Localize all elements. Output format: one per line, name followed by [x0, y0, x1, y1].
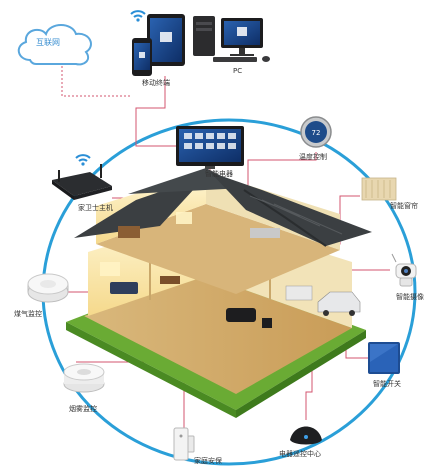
smart-appliance-label: 智能电器 — [205, 170, 233, 178]
thermostat-reading: 72 — [312, 129, 321, 137]
camera-icon — [391, 253, 417, 287]
camera-label: 智能摄像 — [396, 293, 424, 301]
house-illustration — [66, 168, 372, 418]
remote-center-label: 电器遥控中心 — [279, 450, 321, 458]
mobile-label: 移动终端 — [142, 79, 170, 87]
door-sensor-icon — [173, 427, 195, 461]
switch-icon — [368, 342, 400, 374]
router-icon — [52, 164, 112, 200]
smart-switch-label: 智能开关 — [373, 380, 401, 388]
cloud-icon — [17, 24, 92, 66]
gateway-label: 家卫士主机 — [78, 204, 113, 212]
thermostat-label: 温度控制 — [299, 153, 327, 161]
smoke-sensor-label: 烟雾监控 — [69, 405, 97, 413]
monitor-icon — [193, 16, 270, 62]
tablet-icon — [147, 14, 185, 66]
detector-icon — [27, 273, 69, 303]
tv-icon — [176, 126, 244, 169]
remote-icon — [290, 426, 322, 445]
wifi-icon — [130, 10, 146, 22]
curtain-label: 智能窗帘 — [390, 202, 418, 210]
gas-sensor-label: 煤气监控 — [14, 310, 42, 318]
detector-icon — [63, 363, 105, 393]
wifi-icon — [75, 154, 91, 166]
pc-label: PC — [233, 67, 243, 75]
cloud-label: 互联网 — [36, 38, 60, 47]
cloud-link-line — [61, 66, 132, 97]
phone-icon — [132, 38, 152, 76]
thermostat-icon: 72 — [300, 116, 332, 148]
door-sensor-label: 家庭安保 — [194, 457, 222, 465]
connector-line — [135, 76, 178, 147]
curtain-icon — [361, 177, 397, 201]
